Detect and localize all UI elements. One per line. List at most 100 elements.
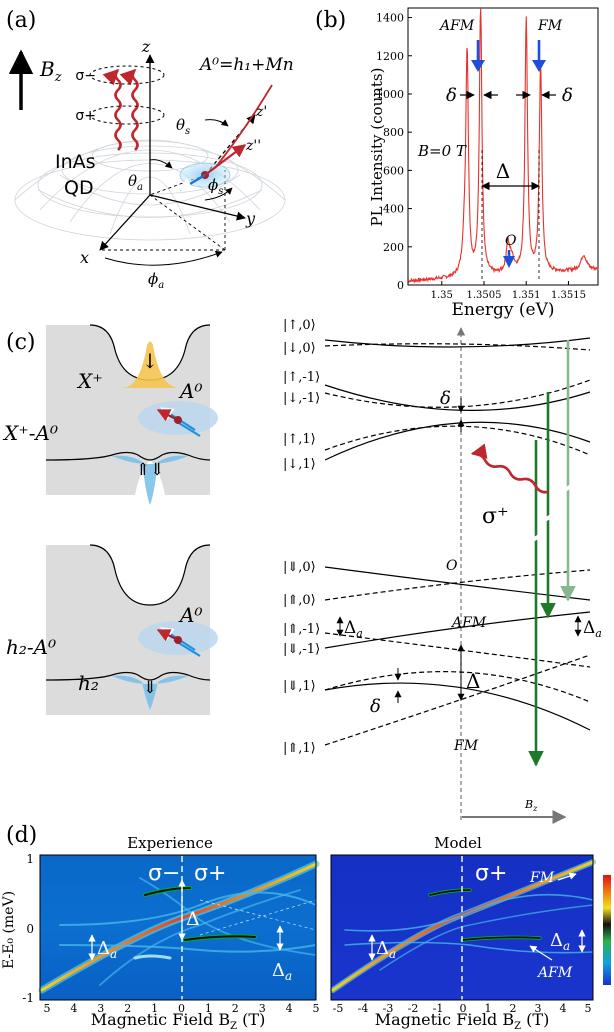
y-tick-label: 800 [383,126,404,139]
d-x-tick-label: 0 [460,1002,467,1015]
axis-zprime-label: z' [255,104,267,120]
phi-s-label: ϕs [208,176,223,197]
Delta-mid: Δ [466,669,480,693]
field-value: B=0 T [417,142,467,160]
spectrum-frame [407,7,599,286]
o-arrow-head [503,256,515,268]
sigma-plus-model: σ+ [475,861,507,886]
photon-sigma-plus [470,443,549,494]
o-label: O [505,233,517,249]
x-tick-label: 1.351 [512,290,541,301]
panel-label-b: (b) [315,8,346,33]
Delta-label: Δ [496,159,510,183]
d-y-ticks: 10-1 [22,852,34,1005]
fm-d: FM [529,870,555,886]
d-x-label-right: Magnetic Field BZ (T) [375,1010,550,1032]
bz-label: Bz [524,798,538,813]
map-model [330,854,611,1001]
o-crossing: O [446,558,458,574]
fm-label: FM [537,18,563,34]
sigma-plus-c: σ⁺ [482,504,509,529]
Delta-a-right: Δa [583,618,602,640]
sigma-plus-label: σ+ [75,108,96,124]
sigma-plus-d: σ+ [194,861,226,886]
phi-a-label: ϕa [148,270,164,291]
d-x-tick-label: 3 [97,1002,104,1015]
panel-label-d: (d) [6,823,37,848]
state-label-top: |↓,0⟩ [283,341,316,356]
qd-label-line1: InAs [55,151,96,173]
d-x-label-left: Magnetic Field BZ (T) [91,1010,266,1032]
state-label-bottom: |⇓,0⟩ [283,560,316,575]
energy-levels [324,337,591,746]
hole-spin-pair: ⇑⇓ [136,460,165,480]
schematic-bottom [45,544,218,715]
x-tick-label: 1.3505 [467,290,502,301]
d-y-tick-label: -1 [22,991,34,1005]
bottom-state-labels: |⇓,0⟩|⇑,0⟩|⇑,-1⟩|⇓,-1⟩|⇓,1⟩|⇑,1⟩ [283,560,320,756]
sigma-minus-label: σ− [75,68,96,84]
schematic-top [45,324,218,505]
d-x-tick-label: 3 [259,1002,266,1015]
d-x-tick-label: 2 [232,1002,239,1015]
afm-crossing: AFM [450,615,487,631]
title-model: Model [434,834,482,852]
panel-label-c: (c) [6,330,36,355]
Delta-a-model-left: Δa [376,938,396,961]
state-label-top: |↓,1⟩ [283,457,316,472]
delta-markers [460,90,556,280]
hole-spin-down: ⇓ [143,678,157,698]
Delta-a-left: Δa [344,618,363,640]
y-tick-label: 0 [397,279,404,292]
d-y-tick-label: 1 [26,852,34,866]
theta-s-label: θs [176,116,190,137]
spin-blue-arrow [178,174,206,191]
x-axis-label: Energy (eV) [451,300,554,320]
fm-arrow-head [532,60,546,72]
axis-x-label: x [80,248,89,267]
d-x-tick-label: 2 [124,1002,131,1015]
map-experience [38,854,320,1001]
transition-breaks [528,482,576,544]
spin-red-arrow [204,144,247,176]
a0-top-label: A⁰ [178,379,202,403]
d-x-tick-label: -5 [333,1002,344,1015]
state-label-bottom: |⇓,-1⟩ [283,642,320,657]
field-label: Bz [39,57,62,85]
qd-label-line2: QD [64,177,94,199]
y-tick-label: 600 [383,164,404,177]
state-label-top: |↑,-1⟩ [283,370,320,385]
x-plus-label: X⁺ [76,369,103,393]
state-label-top: |↑,1⟩ [283,432,316,447]
delta-top: δ [440,388,451,409]
sigma-minus-d: σ− [148,861,180,886]
panel-d: (d) Experience Model [1,823,611,1032]
afm-arrow-head [471,60,485,72]
complex-bottom-label: h₂-A⁰ [6,635,56,659]
a0-bottom-label: A⁰ [178,603,202,627]
fm-crossing: FM [453,738,479,754]
Delta-a-d-right: Δa [272,960,292,983]
afm-label: AFM [438,18,475,34]
electron-spin-down: ↓ [142,349,159,373]
d-x-tick-label: 5 [585,1002,592,1015]
axis-zdprime-label: z'' [245,138,261,154]
y-tick-label: 1400 [376,12,404,25]
spectrum-line [407,7,599,284]
y-tick-label: 1000 [376,88,404,101]
state-label-bottom: |⇓,1⟩ [283,679,316,694]
d-x-tick-label: 1 [485,1002,492,1015]
state-label-bottom: |⇑,-1⟩ [283,622,320,637]
d-x-tick-label: -4 [358,1002,369,1015]
d-x-tick-label: 5 [313,1002,320,1015]
d-x-tick-label: -1 [433,1002,444,1015]
delta-right: δ [562,85,573,106]
x-tick-label: 1.3515 [551,290,586,301]
complex-top-label: X⁺-A⁰ [2,421,58,445]
